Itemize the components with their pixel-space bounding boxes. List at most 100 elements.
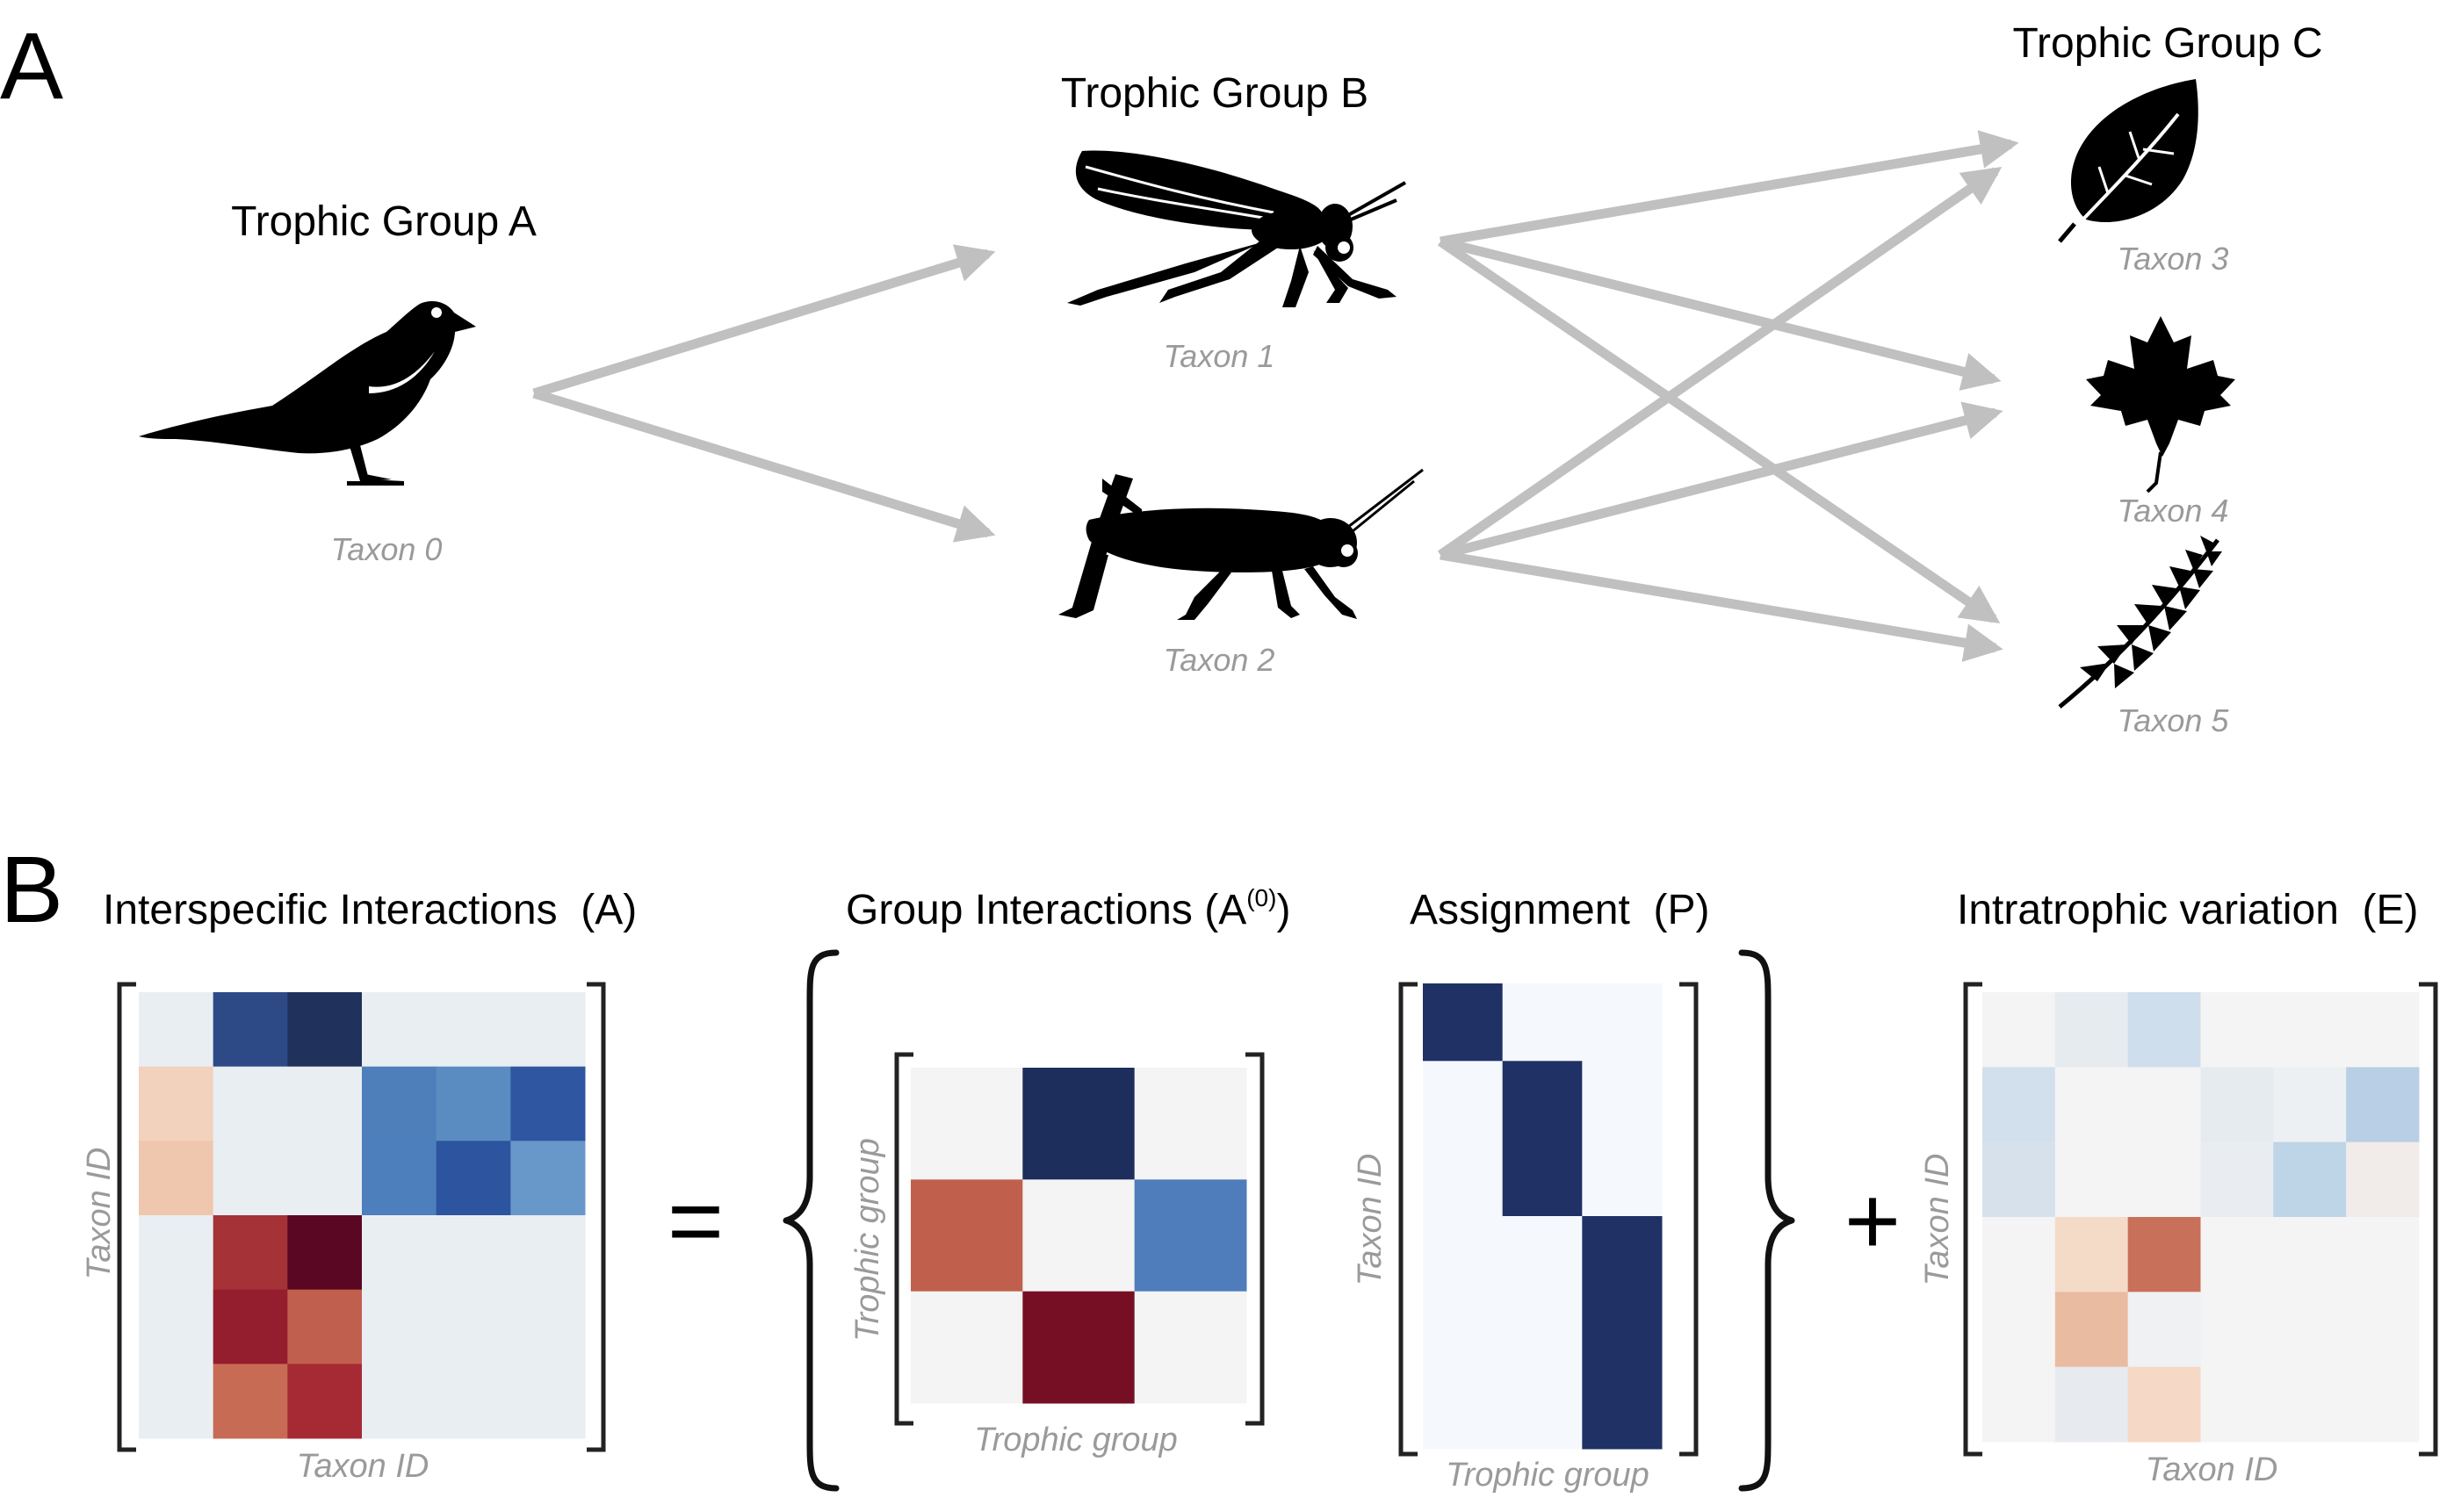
heatmap-cell bbox=[2200, 1067, 2274, 1143]
interactions-ylabel: Taxon ID bbox=[81, 1148, 118, 1280]
heatmap-cell bbox=[510, 1066, 586, 1141]
heatmap-cell bbox=[1502, 1371, 1583, 1450]
heatmap-cell bbox=[2054, 1141, 2129, 1218]
heatmap-cell bbox=[139, 1066, 214, 1141]
heatmap-cell bbox=[1423, 1061, 1504, 1140]
heatmap-cell bbox=[2346, 1366, 2420, 1443]
maple-leaf-icon bbox=[2086, 316, 2235, 493]
heatmap-cell bbox=[1582, 983, 1663, 1062]
heatmap-cell bbox=[436, 1364, 511, 1439]
heatmap-cell bbox=[213, 1066, 288, 1141]
heatmap-cell bbox=[139, 1215, 214, 1291]
heatmap-cell bbox=[510, 1215, 586, 1291]
heatmap-cell bbox=[436, 992, 511, 1068]
variation-heatmap bbox=[1982, 992, 2420, 1443]
taxon-label: Taxon 2 bbox=[1164, 642, 1275, 678]
variation-xlabel: Taxon ID bbox=[2146, 1451, 2278, 1488]
heatmap-cell bbox=[139, 992, 214, 1068]
heatmap-cell bbox=[2346, 992, 2420, 1068]
heatmap-cell bbox=[1982, 1292, 2056, 1368]
right-curly-brace bbox=[1738, 949, 1795, 1492]
heatmap-cell bbox=[1982, 1366, 2056, 1443]
heatmap-cell bbox=[362, 992, 437, 1068]
heatmap-cell bbox=[213, 992, 288, 1068]
heatmap-cell bbox=[2346, 1217, 2420, 1292]
heatmap-cell bbox=[287, 1364, 363, 1439]
heatmap-cell bbox=[911, 1179, 1023, 1292]
heatmap-cell bbox=[2273, 1366, 2347, 1443]
arrow-taxon1-taxon5 bbox=[1437, 237, 2001, 623]
heatmap-cell bbox=[2346, 1067, 2420, 1143]
heatmap-cell bbox=[1022, 1179, 1136, 1292]
heatmap-cell bbox=[213, 1364, 288, 1439]
heatmap-cell bbox=[287, 1141, 363, 1216]
heatmap-cell bbox=[2200, 1217, 2274, 1292]
heatmap-cell bbox=[362, 1364, 437, 1439]
heatmap-cell bbox=[2127, 1217, 2201, 1292]
heatmap-cell bbox=[1134, 1068, 1247, 1180]
heatmap-cell bbox=[287, 1215, 363, 1291]
heatmap-cell bbox=[911, 1068, 1023, 1180]
heatmap-cell bbox=[1134, 1179, 1247, 1292]
heatmap-cell bbox=[1423, 1138, 1504, 1217]
heatmap-cell bbox=[287, 1289, 363, 1364]
heatmap-cell bbox=[1982, 1217, 2056, 1292]
heatmap-cell bbox=[287, 992, 363, 1068]
heatmap-cell bbox=[1982, 992, 2056, 1068]
panel-a: A Trophic Group A Trophic Group B Trophi… bbox=[0, 12, 2323, 738]
heatmap-cell bbox=[436, 1289, 511, 1364]
assignment-left-bracket bbox=[1398, 982, 1418, 1457]
interactions-xlabel: Taxon ID bbox=[297, 1448, 429, 1485]
panel-a-label: A bbox=[0, 12, 63, 119]
heatmap-cell bbox=[362, 1289, 437, 1364]
heatmap-cell bbox=[1502, 1293, 1583, 1372]
taxon-label: Taxon 0 bbox=[331, 531, 443, 567]
cicada-icon bbox=[1067, 150, 1406, 307]
heatmap-cell bbox=[2273, 1217, 2347, 1292]
heatmap-cell bbox=[2200, 1141, 2274, 1218]
heatmap-cell bbox=[2127, 1366, 2201, 1443]
arrow-taxon2-taxon4 bbox=[1439, 401, 2003, 560]
heatmap-cell bbox=[139, 1141, 214, 1216]
group-ylabel: Trophic group bbox=[849, 1138, 886, 1342]
heatmap-cell bbox=[1982, 1141, 2056, 1218]
heatmap-cell bbox=[287, 1066, 363, 1141]
heatmap-cell bbox=[2127, 1141, 2201, 1218]
heatmap-cell bbox=[436, 1215, 511, 1291]
heatmap-cell bbox=[1582, 1371, 1663, 1450]
heatmap-cell bbox=[2054, 1366, 2129, 1443]
heatmap-cell bbox=[1134, 1291, 1247, 1404]
heatmap-cell bbox=[2273, 1067, 2347, 1143]
heatmap-cell bbox=[2273, 992, 2347, 1068]
heatmap-cell bbox=[1502, 983, 1583, 1062]
taxon-label: Taxon 1 bbox=[1164, 338, 1275, 374]
heatmap-cell bbox=[1423, 1293, 1504, 1372]
group-b-title: Trophic Group B bbox=[1061, 70, 1368, 117]
interactions-title: Interspecific Interactions (A) bbox=[103, 887, 637, 933]
variation-right-bracket bbox=[2419, 982, 2438, 1457]
variation-left-bracket bbox=[1963, 982, 1982, 1457]
heatmap-cell bbox=[1423, 983, 1504, 1062]
heatmap-cell bbox=[2200, 1292, 2274, 1368]
heatmap-cell bbox=[510, 1141, 586, 1216]
interactions-right-bracket bbox=[587, 982, 606, 1452]
variation-ylabel: Taxon ID bbox=[1919, 1154, 1956, 1286]
heatmap-cell bbox=[911, 1291, 1023, 1404]
heatmap-cell bbox=[2200, 992, 2274, 1068]
heatmap-cell bbox=[2200, 1366, 2274, 1443]
heatmap-cell bbox=[2054, 1067, 2129, 1143]
group-interactions-heatmap bbox=[911, 1068, 1247, 1404]
grasshopper-icon bbox=[1058, 468, 1424, 620]
heatmap-cell bbox=[1502, 1061, 1583, 1140]
assignment-heatmap bbox=[1423, 983, 1663, 1450]
left-curly-brace bbox=[783, 949, 840, 1492]
heatmap-cell bbox=[510, 1364, 586, 1439]
heatmap-cell bbox=[2127, 1292, 2201, 1368]
fern-icon bbox=[2058, 536, 2222, 709]
arrow-taxon2-taxon5 bbox=[1440, 550, 2003, 662]
heatmap-cell bbox=[1502, 1138, 1583, 1217]
heatmap-cell bbox=[2127, 992, 2201, 1068]
food-web-arrows bbox=[532, 130, 2019, 662]
heatmap-cell bbox=[2054, 992, 2129, 1068]
heatmap-cell bbox=[1022, 1068, 1136, 1180]
